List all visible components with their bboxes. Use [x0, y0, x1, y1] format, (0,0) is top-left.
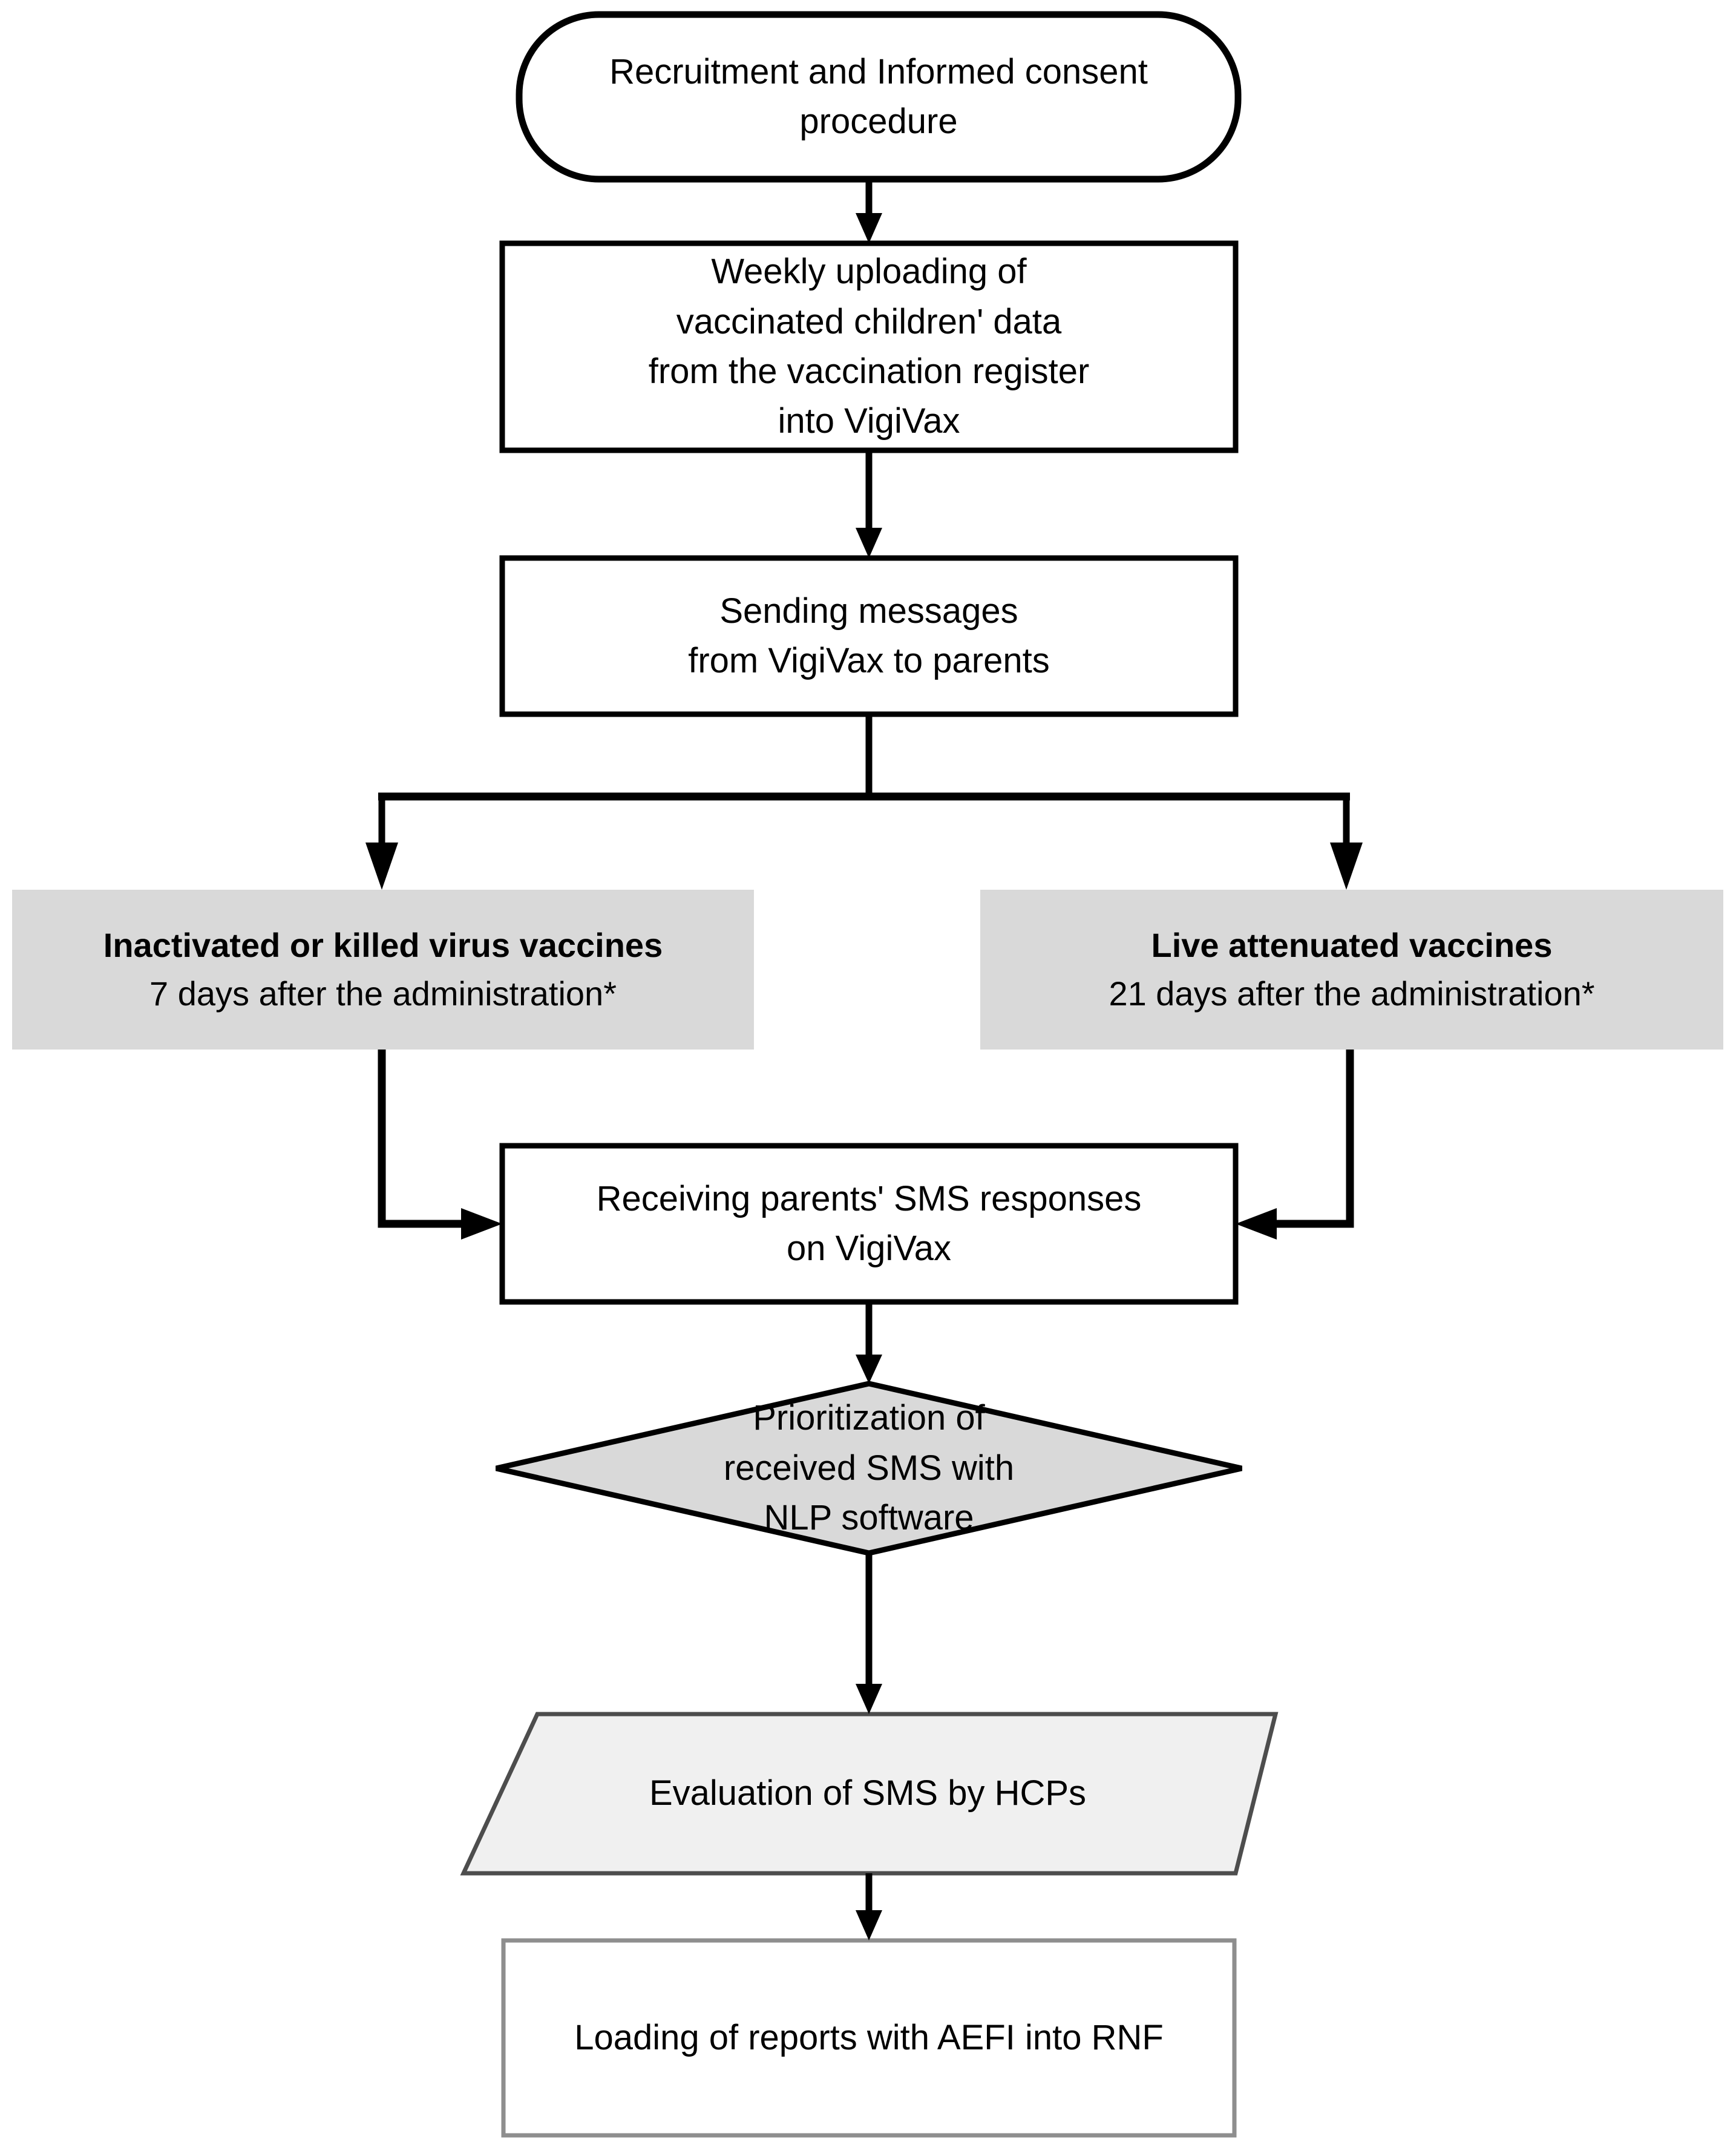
- shape-sending-messages-box[interactable]: [499, 555, 1239, 717]
- shape-live-branch-box[interactable]: [980, 890, 1723, 1050]
- shape-receiving-sms-box[interactable]: [499, 1143, 1239, 1305]
- shape-weekly-upload-box[interactable]: [499, 240, 1239, 453]
- shape-recruitment-terminator[interactable]: [516, 11, 1242, 183]
- connector-recruitment-to-weekly-upload: [856, 179, 882, 243]
- connector-receiving-sms-to-prioritization: [856, 1302, 882, 1384]
- connector-split-to-live-branch: [1330, 797, 1363, 890]
- connector-weekly-upload-to-sending-messages: [856, 450, 882, 558]
- connector-split-to-inactivated-branch: [365, 797, 398, 890]
- shape-inactivated-branch-box[interactable]: [12, 890, 754, 1050]
- connector-sending-messages-split: [378, 714, 1350, 801]
- shape-prioritization-diamond[interactable]: [496, 1381, 1242, 1556]
- connector-inactivated-branch-to-receiving-sms: [378, 1050, 502, 1240]
- connector-prioritization-to-evaluation: [856, 1553, 882, 1714]
- connector-evaluation-to-loading-reports: [856, 1873, 882, 1940]
- connector-live-branch-to-receiving-sms: [1236, 1050, 1354, 1240]
- shape-evaluation-parallelogram[interactable]: [460, 1712, 1279, 1876]
- shape-loading-reports-box[interactable]: [501, 1938, 1237, 2138]
